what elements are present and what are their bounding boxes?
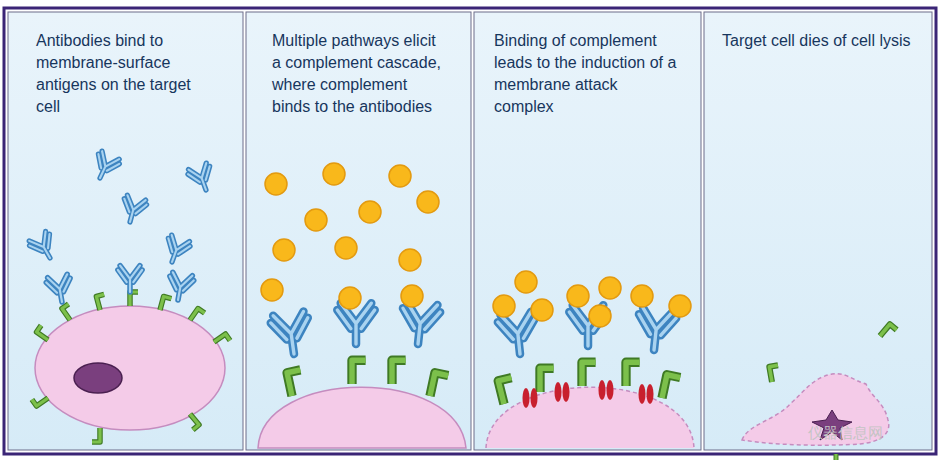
step-panel: Antibodies bind to membrane-surface anti…	[10, 14, 241, 134]
step-caption: Binding of complement leads to the induc…	[494, 30, 681, 118]
step-panel: Target cell dies of cell lysis	[706, 14, 930, 68]
step-caption: Antibodies bind to membrane-surface anti…	[36, 30, 215, 118]
step-caption: Target cell dies of cell lysis	[722, 30, 914, 52]
step-panel: Binding of complement leads to the induc…	[476, 14, 699, 134]
step-panel: Multiple pathways elicit a complement ca…	[248, 14, 469, 134]
step-caption: Multiple pathways elicit a complement ca…	[272, 30, 445, 118]
watermark: 仪器信息网	[808, 424, 883, 443]
